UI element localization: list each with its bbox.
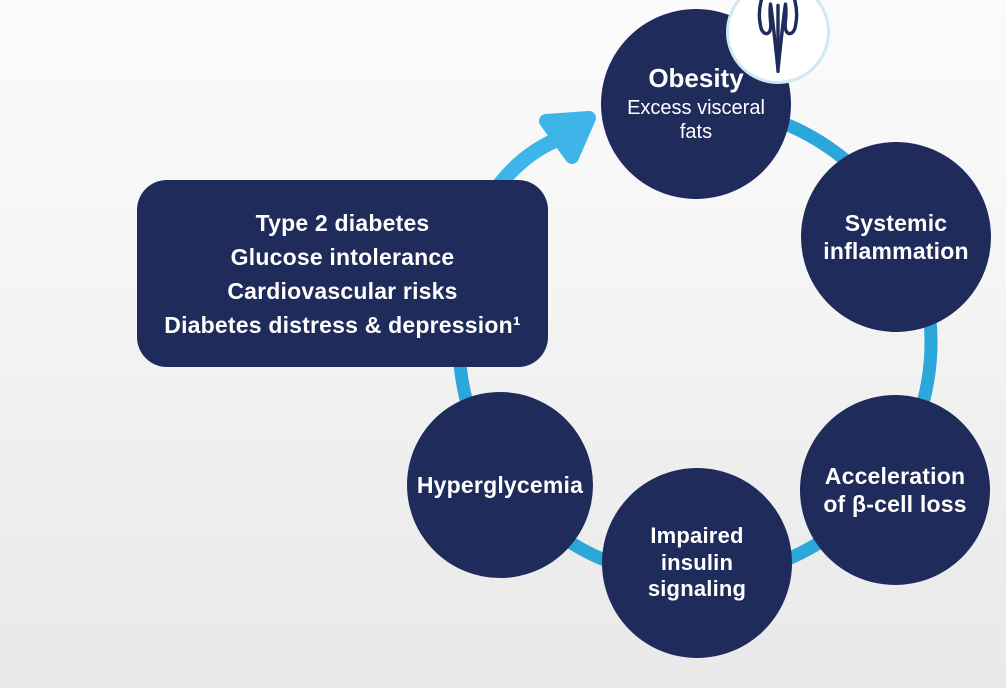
outcomes-line: Glucose intolerance [230, 243, 455, 270]
node-label: Systemic inflammation [823, 209, 969, 264]
node-label: Impaired insulin signaling [647, 522, 747, 602]
node-label: Acceleration of β-cell loss [823, 462, 967, 517]
node-impaired-insulin-signaling: Impaired insulin signaling [602, 468, 792, 658]
arrow-icon [492, 111, 596, 192]
outcomes-box: Type 2 diabetes Glucose intolerance Card… [137, 180, 548, 367]
outcomes-line: Cardiovascular risks [227, 277, 458, 304]
node-obesity-title: Obesity [648, 63, 744, 94]
node-systemic-inflammation: Systemic inflammation [801, 142, 991, 332]
node-obesity-subtitle: Excess visceral fats [627, 96, 765, 143]
body-icon [757, 0, 799, 74]
node-label: Hyperglycemia [416, 471, 584, 498]
outcomes-line: Diabetes distress & depression¹ [164, 311, 521, 338]
node-beta-cell-loss: Acceleration of β-cell loss [800, 395, 990, 585]
body-icon-badge [726, 0, 830, 84]
outcomes-line: Type 2 diabetes [255, 209, 430, 236]
node-hyperglycemia: Hyperglycemia [407, 392, 593, 578]
